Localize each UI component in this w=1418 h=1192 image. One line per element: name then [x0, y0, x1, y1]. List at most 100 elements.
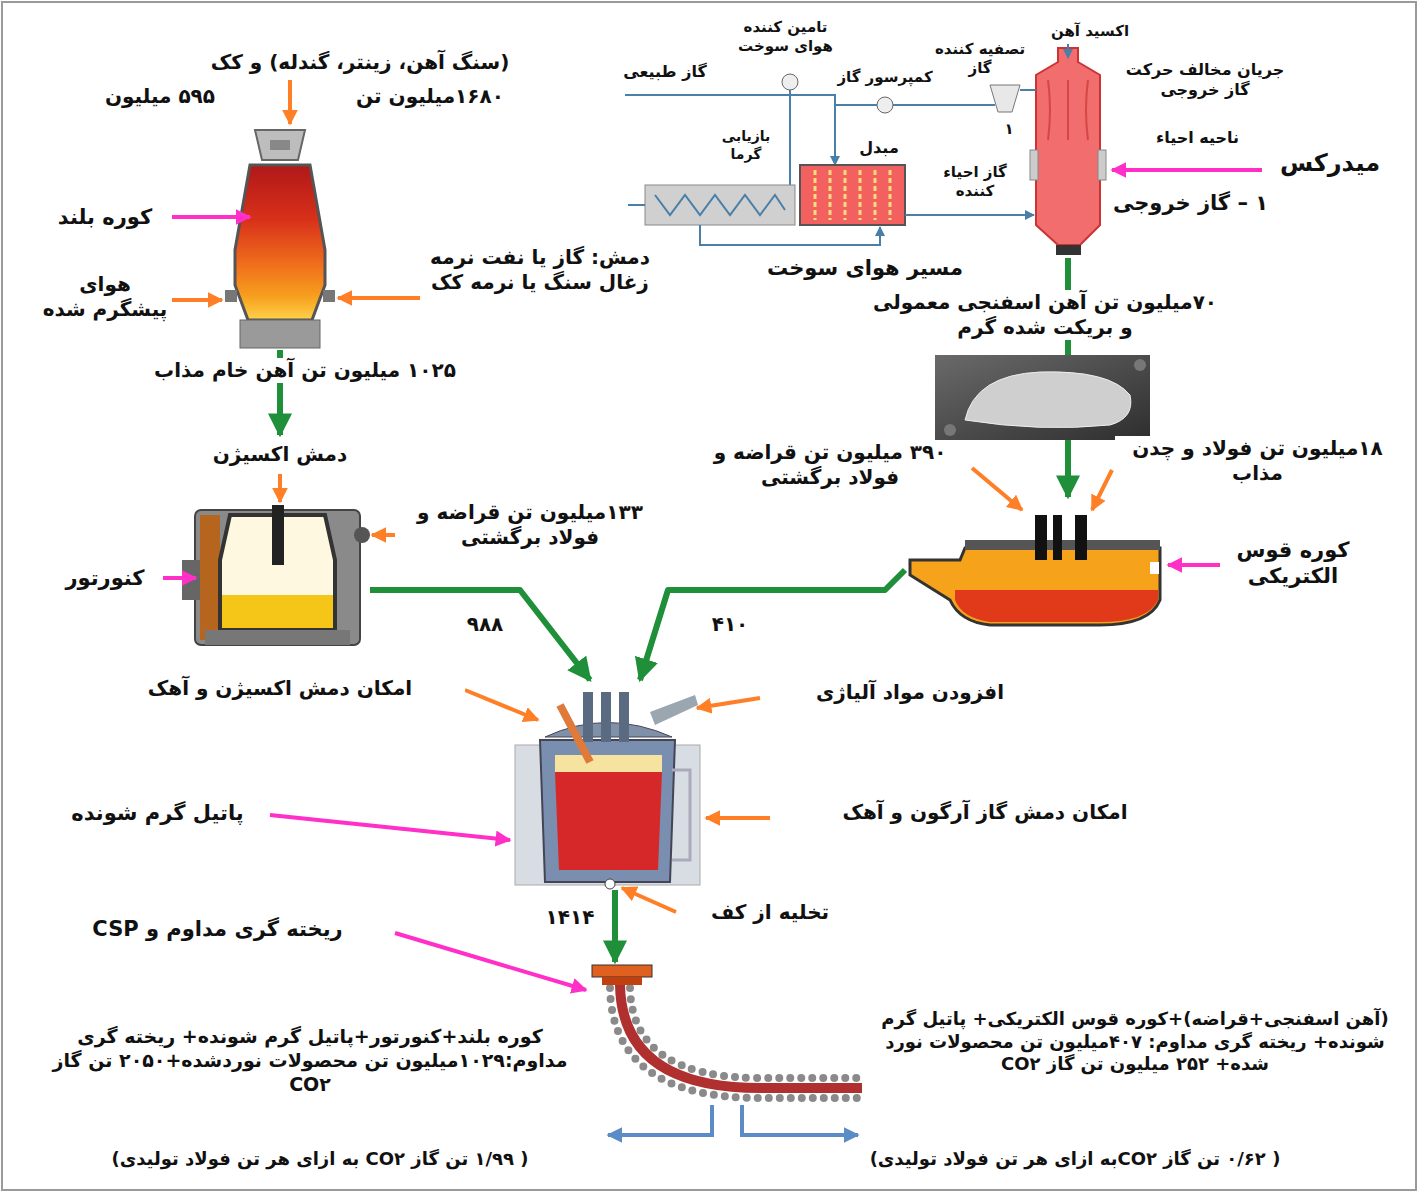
feed-arrow: [1067, 44, 1069, 58]
annotation-text: (سنگ آهن، زینتر، گندله) و کک: [160, 50, 560, 75]
annotation-text: ۱۶۸۰میلیون تن: [320, 84, 540, 109]
pointer-arrow: [395, 933, 586, 990]
annotation-text: دمش: گاز یا نفت نرمه زغال سنگ یا نرمه کک: [425, 245, 655, 295]
ladle-electrode: [601, 692, 611, 742]
reducing-gas-pipe: [905, 214, 1034, 216]
annotation-text: ۱ – گاز خروجی: [1103, 190, 1278, 216]
label-anchor: دمش: گاز یا نفت نرمه زغال سنگ یا نرمه کک: [425, 245, 655, 295]
annotation-text: ۱: [1000, 120, 1018, 139]
annotation-text: کمپرسور گاز: [830, 68, 940, 87]
annotation-text: مسیر هوای سوخت: [720, 255, 1010, 281]
annotation-text: ( ۱/۹۹ تن گاز CO۲ به ازای هر تن فولاد تو…: [30, 1148, 610, 1171]
compressor: [877, 97, 893, 113]
gas-scrubber: [990, 85, 1020, 112]
label-anchor: ۱ – گاز خروجی: [1103, 190, 1278, 216]
ladle-slag: [555, 755, 662, 772]
annotation-text: بازیابی گرما: [712, 128, 780, 163]
ladle-steel: [555, 772, 662, 870]
label-anchor: هوای پیشگرم شده: [40, 272, 170, 322]
annotation-text: جریان مخالف حرکت گاز خروجی: [1115, 60, 1295, 100]
tundish-base: [602, 977, 642, 985]
label-anchor: ۱۶۸۰میلیون تن: [320, 84, 540, 109]
annotation-text: تامین کننده هوای سوخت: [733, 18, 838, 56]
label-anchor: امکان دمش اکسیژن و آهک: [95, 676, 465, 701]
annotation-text: امکان دمش گاز آرگون و آهک: [775, 800, 1195, 825]
annotation-text: امکان دمش اکسیژن و آهک: [95, 676, 465, 701]
annotation-text: اکسید آهن: [1035, 22, 1145, 41]
label-anchor: کوره بلند+کنورتور+پاتیل گرم شونده+ ریخته…: [40, 1025, 580, 1096]
pipe: [893, 104, 995, 106]
oxygen-lance: [272, 505, 284, 565]
dri-photo: [935, 355, 1150, 440]
flow-quantity: ۱۰۲۵ میلیون تن آهن خام مذاب: [95, 358, 515, 383]
annotation-text: ( ۰/۶۲ تن گاز CO۲به ازای هر تن فولاد تول…: [760, 1148, 1390, 1171]
label-anchor: (آهن اسفنجی+قراضه)+کوره قوس الکتریکی+ پا…: [870, 1008, 1400, 1076]
label-anchor: ۱۳۳میلیون تن قراضه و فولاد برگشتی: [395, 500, 665, 550]
furnace-bell: [270, 140, 290, 150]
equipment-node: میدرکس: [1028, 45, 1108, 258]
combustion-air-pipe: [700, 225, 880, 245]
equipment-node: پاتیل گرم شونده: [515, 680, 700, 890]
output-arrow: [742, 1105, 858, 1135]
label-anchor: ( ۰/۶۲ تن گاز CO۲به ازای هر تن فولاد تول…: [760, 1148, 1390, 1171]
annotation-text: دمش اکسیژن: [190, 442, 370, 467]
lance: [560, 705, 590, 762]
annotation-text: هوای پیشگرم شده: [40, 272, 170, 322]
bottom-tap: [605, 879, 615, 889]
bustle-pipe: [1098, 150, 1106, 180]
pointer-arrow: [172, 215, 250, 219]
input-arrow: [706, 816, 770, 820]
pointer-arrow: [1112, 168, 1262, 172]
discharge: [1056, 245, 1081, 255]
arc-furnace-bath: [955, 590, 1158, 622]
tuyere: [323, 290, 335, 302]
pointer-arrow: [163, 576, 196, 580]
pipe: [789, 90, 791, 185]
pointer-arrow: [270, 815, 510, 840]
annotation-text: گاز احیاء کننده: [925, 163, 1025, 201]
output-arrow: [608, 1105, 712, 1135]
natural-gas-pipe: [625, 95, 835, 165]
equipment-node: کوره بلند: [228, 128, 332, 350]
furnace-door: [1150, 562, 1159, 574]
output-arrows: [608, 1105, 858, 1135]
input-arrow: [372, 533, 395, 537]
graphite-electrode: [1053, 515, 1062, 560]
input-arrow: [622, 888, 676, 912]
tundish: [592, 965, 652, 977]
node-text-anchor: کنورتور: [50, 565, 160, 591]
label-anchor: (سنگ آهن، زینتر، گندله) و کک: [160, 50, 560, 75]
input-arrow: [288, 80, 292, 124]
input-arrow: [972, 468, 1022, 510]
furnace-hopper: [255, 130, 305, 160]
furnace-base: [240, 320, 320, 348]
reformer-tubes: [815, 170, 890, 220]
label-anchor: تصفیه کننده گاز: [930, 40, 1030, 78]
annotation-text: کوره بلند+کنورتور+پاتیل گرم شونده+ ریخته…: [40, 1025, 580, 1096]
pipe: [628, 204, 645, 206]
annotation-text: تخلیه از کف: [680, 900, 860, 925]
node-text-anchor: کوره قوس الکتریکی: [1223, 537, 1363, 590]
label-anchor: ۵۹۵ میلیون: [75, 84, 245, 109]
label-anchor: کمپرسور گاز: [830, 68, 940, 87]
annotation-text: (آهن اسفنجی+قراضه)+کوره قوس الکتریکی+ پا…: [870, 1008, 1400, 1076]
caster-rollers: [610, 988, 862, 1098]
pipe: [835, 104, 877, 106]
gas-flow-lines: [1048, 80, 1088, 140]
flow-quantity: ۹۸۸: [455, 612, 515, 637]
pointer-arrows: [163, 170, 1262, 990]
input-arrow: [172, 298, 222, 302]
converter-base: [205, 630, 350, 645]
label-anchor: گاز طبیعی: [610, 62, 720, 82]
label-anchor: افزودن مواد آلیاژی: [765, 680, 1055, 705]
annotation-text: گاز طبیعی: [610, 62, 720, 82]
equipment-node: ریخته گری مداوم و CSP: [585, 962, 865, 1102]
input-arrow: [1092, 470, 1112, 510]
equipment-name: پاتیل گرم شونده: [50, 800, 265, 826]
pipe: [1020, 89, 1036, 91]
hbi-briquette: [965, 372, 1131, 428]
steel-strand: [620, 985, 862, 1088]
flow-arrow: [640, 570, 905, 680]
